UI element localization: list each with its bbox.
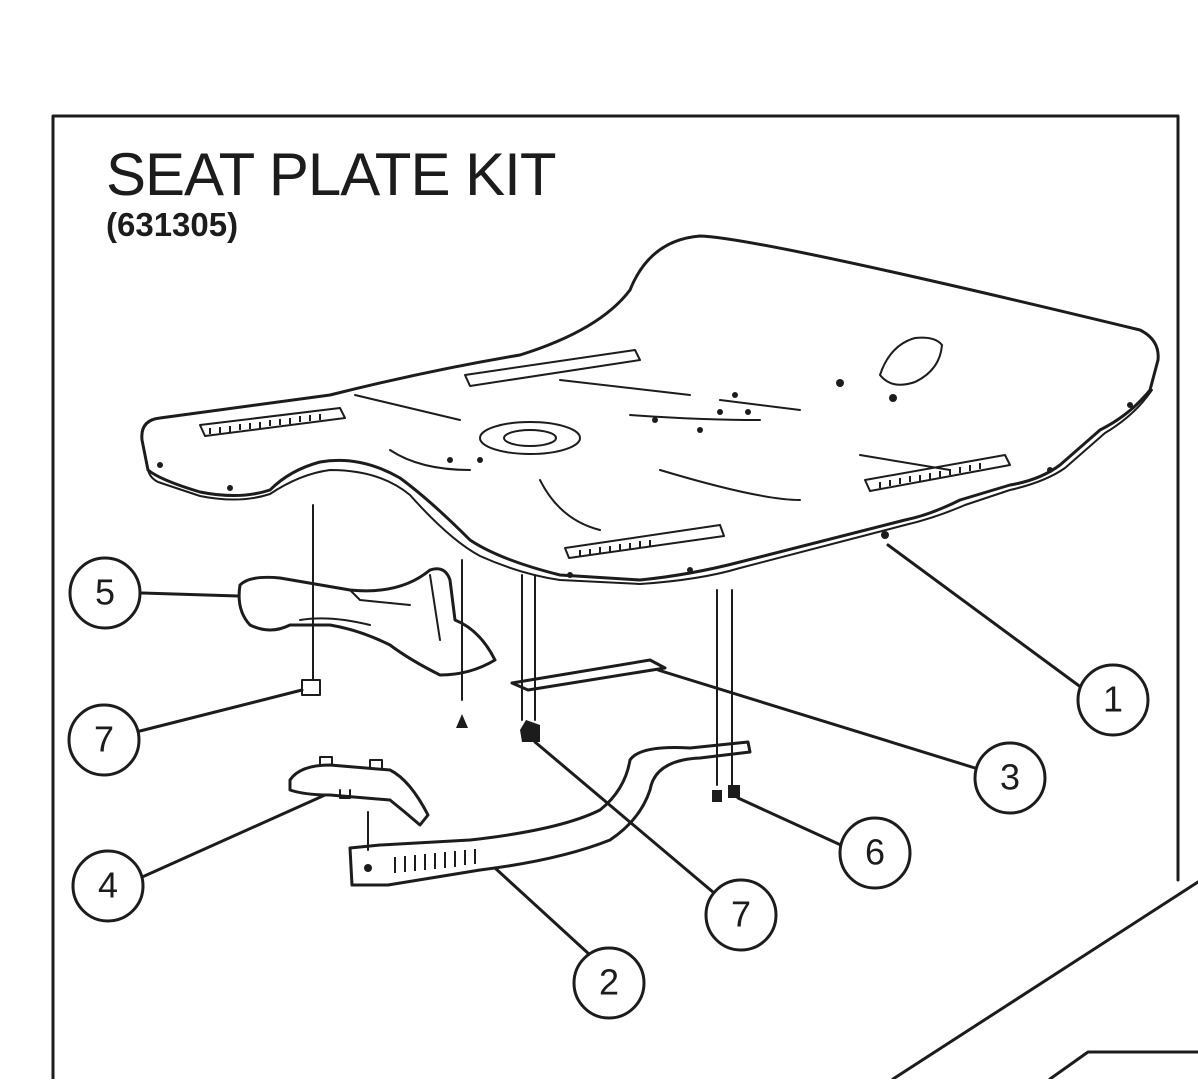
callout-3: 3	[973, 741, 1047, 815]
callout-7-right-label: 7	[731, 894, 751, 935]
part-2-strap	[348, 740, 752, 887]
figure-frame-corner	[891, 880, 1198, 1081]
seat-plate	[140, 234, 1160, 585]
callout-1-label: 1	[1103, 679, 1123, 720]
callout-4-label: 4	[98, 865, 118, 906]
callout-2: 2	[572, 946, 646, 1020]
figure-frame	[51, 114, 1180, 1081]
callout-6-label: 6	[865, 832, 885, 873]
part-5-bracket	[237, 567, 497, 677]
callout-4: 4	[71, 849, 145, 923]
leader-lines	[138, 543, 1084, 957]
callout-2-label: 2	[599, 962, 619, 1003]
callout-7-right: 7	[704, 878, 778, 952]
callout-7-left: 7	[67, 703, 141, 777]
next-figure-edge	[1048, 1050, 1198, 1081]
callout-5: 5	[68, 556, 142, 630]
callout-3-label: 3	[1000, 757, 1020, 798]
part-number: (631305)	[106, 206, 239, 243]
callout-5-label: 5	[95, 572, 115, 613]
callout-6: 6	[838, 816, 912, 890]
callout-1: 1	[1076, 663, 1150, 737]
part-4-bracket	[288, 756, 430, 827]
callout-7-left-label: 7	[94, 719, 114, 760]
diagram-title: SEAT PLATE KIT	[106, 141, 556, 208]
